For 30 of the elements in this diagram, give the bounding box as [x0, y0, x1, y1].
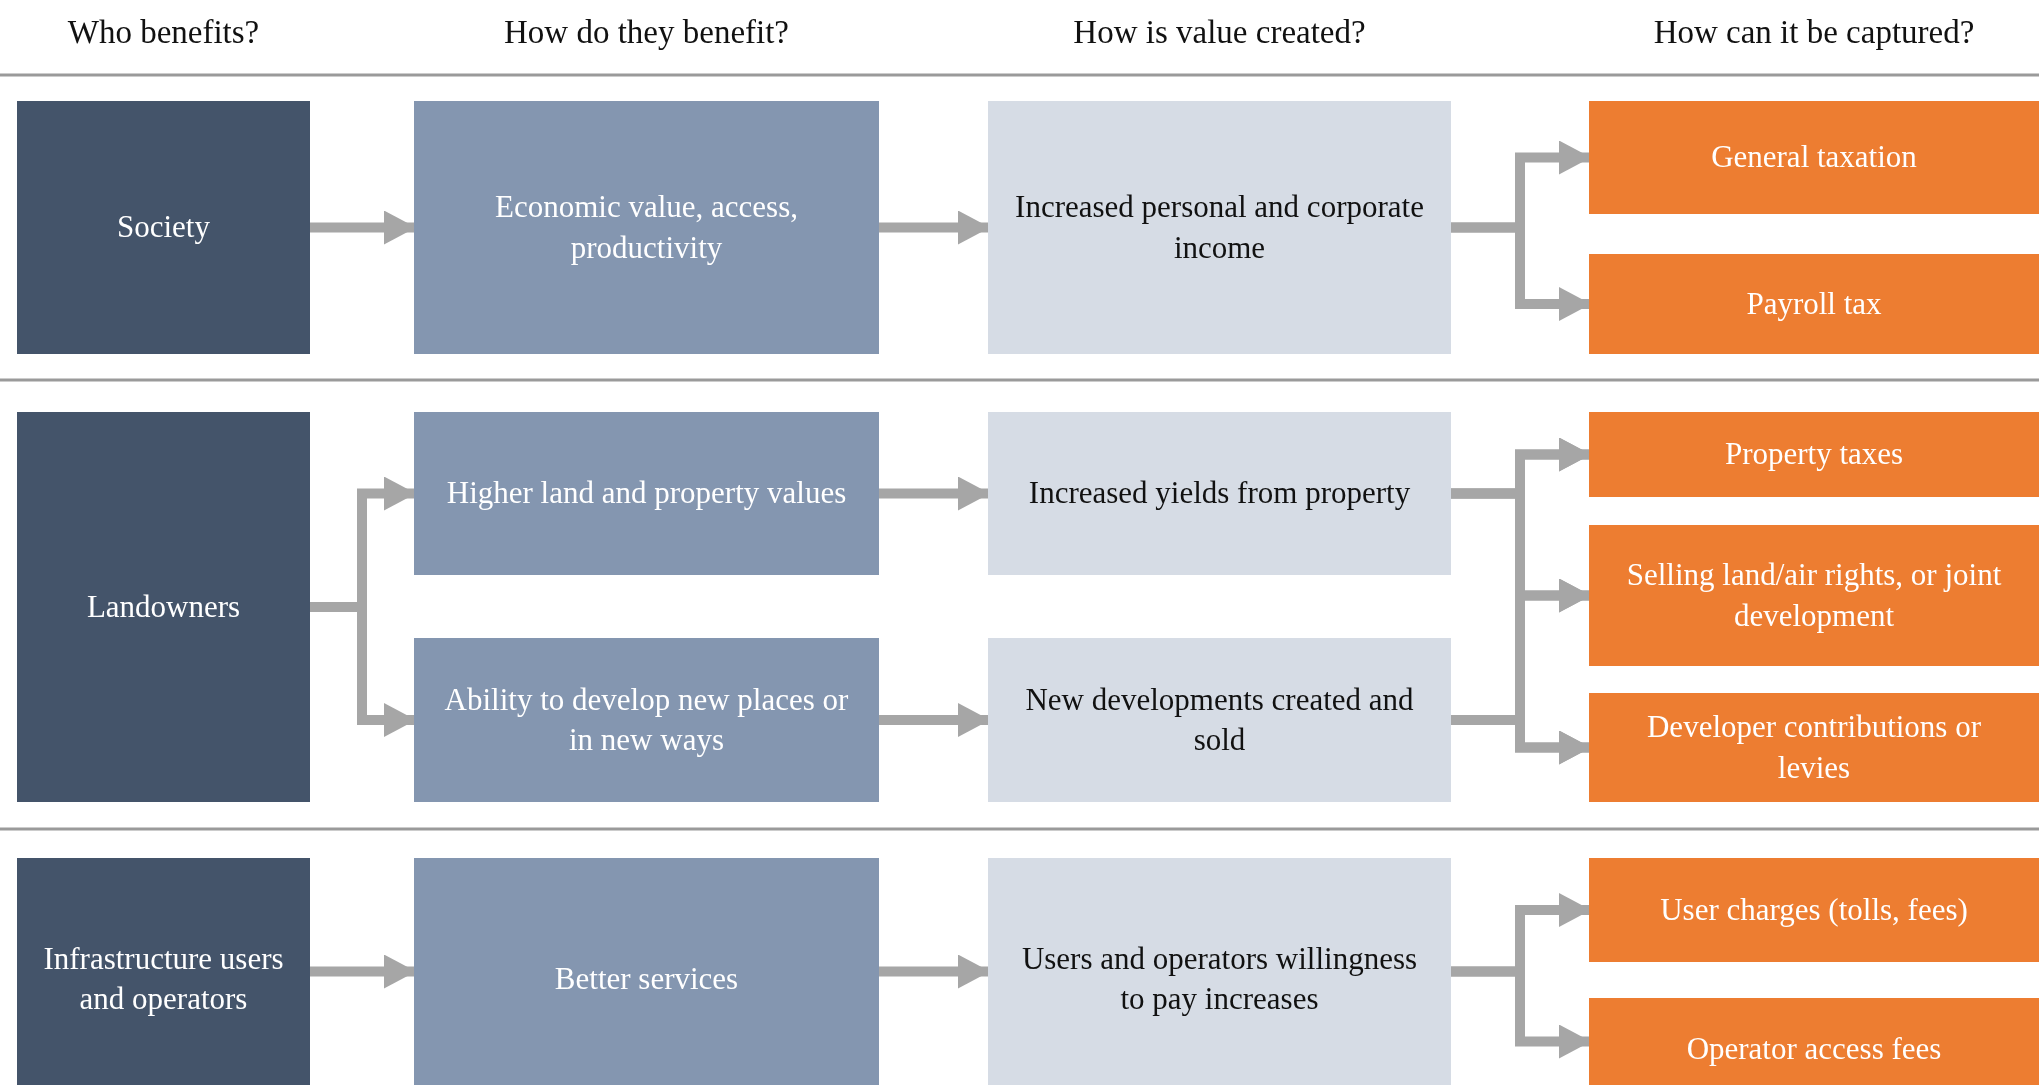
capture-box: Operator access fees: [1589, 998, 2039, 1085]
value-box: New developments created and sold: [988, 638, 1451, 802]
benefit-box: Better services: [414, 858, 879, 1085]
arrow: [879, 954, 990, 989]
arrow: [879, 703, 990, 737]
column-heading: How is value created?: [1072, 14, 1367, 51]
column-heading: Who benefits?: [66, 14, 261, 51]
capture-box: Payroll tax: [1589, 254, 2039, 354]
arrow: [1451, 966, 1591, 1059]
arrow: [1451, 222, 1591, 321]
benefit-box: Higher land and property values: [414, 412, 879, 575]
benefit-group-box: Landowners: [17, 412, 310, 802]
capture-box: Property taxes: [1589, 412, 2039, 497]
benefit-box: Economic value, access, productivity: [414, 101, 879, 354]
capture-box: Developer contributions or levies: [1589, 693, 2039, 802]
arrow: [879, 210, 990, 245]
value-box: Increased personal and corporate income: [988, 101, 1451, 354]
capture-box: General taxation: [1589, 101, 2039, 214]
benefit-group-box: Infrastructure users and operators: [17, 858, 310, 1085]
column-heading: How do they benefit?: [503, 14, 790, 51]
benefit-box: Ability to develop new places or in new ways: [414, 638, 879, 802]
arrow: [310, 954, 416, 989]
capture-box: Selling land/air rights, or joint development: [1589, 525, 2039, 666]
capture-box: User charges (tolls, fees): [1589, 858, 2039, 962]
value-box: Increased yields from property: [988, 412, 1451, 575]
value-box: Users and operators willingness to pay increases: [988, 858, 1451, 1085]
arrow: [879, 476, 990, 511]
benefit-group-box: Society: [17, 101, 310, 354]
column-heading: How can it be captured?: [1652, 14, 1976, 51]
arrow: [310, 210, 416, 245]
